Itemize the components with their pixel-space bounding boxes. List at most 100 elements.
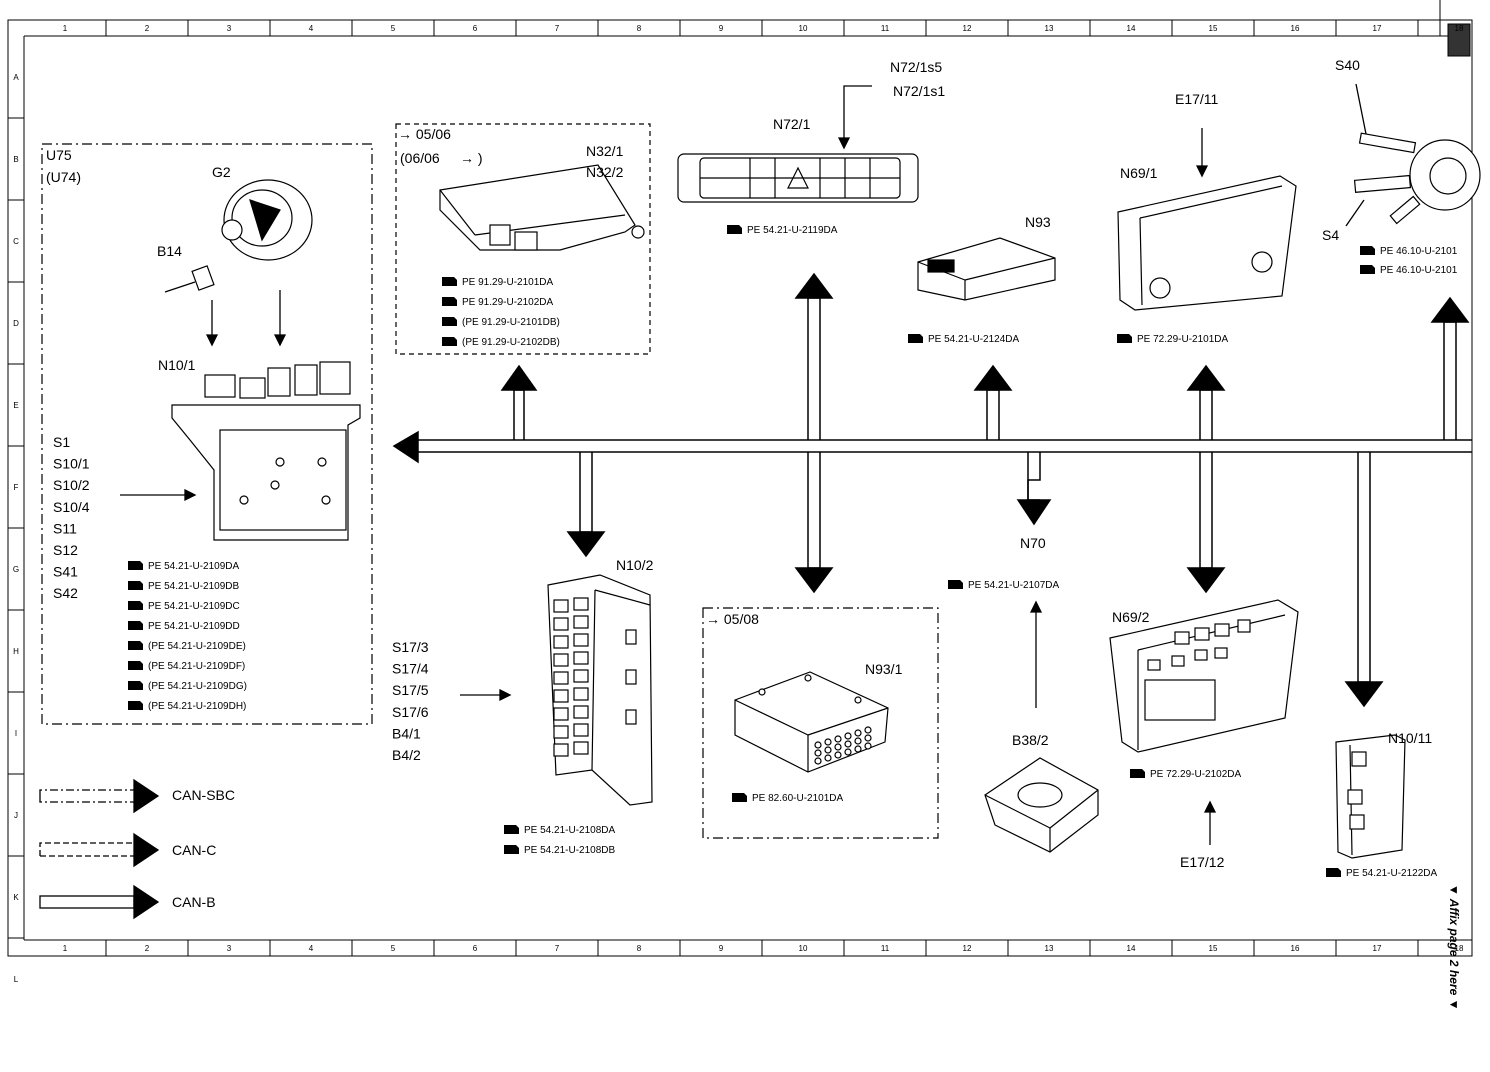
label-n69-2: N69/2 <box>1112 609 1150 625</box>
reference-code: PE 54.21-U-2109DC <box>148 601 240 612</box>
label-s40: S40 <box>1335 57 1360 73</box>
grid-column-label: 8 <box>637 944 642 953</box>
reference-code: PE 54.21-U-2108DA <box>524 825 615 836</box>
module-n93-1-drawing <box>734 671 889 773</box>
reference-code: PE 46.10-U-2101 <box>1380 246 1458 257</box>
reference-entry: (PE 91.29-U-2101DB) <box>442 317 560 328</box>
grid-column-label: 14 <box>1127 24 1136 33</box>
reference-entry: PE 72.29-U-2101DA <box>1117 334 1228 345</box>
grid-column-label: 15 <box>1209 944 1218 953</box>
legend-label-can-b: CAN-B <box>172 894 216 910</box>
document-icon <box>128 681 143 690</box>
grid-column-label: 8 <box>637 24 642 33</box>
reference-entry: (PE 54.21-U-2109DG) <box>128 681 247 692</box>
affix-note: ▼ Affix page 2 here ▼ <box>1447 884 1461 1010</box>
label-n93-1: N93/1 <box>865 661 903 677</box>
document-icon <box>732 793 747 802</box>
switch-label: S10/1 <box>53 456 90 472</box>
grid-row-label: K <box>13 893 19 902</box>
label-n72-1s5: N72/1s5 <box>890 59 942 75</box>
reference-code: (PE 91.29-U-2101DB) <box>462 317 560 328</box>
label-n93: N93 <box>1025 214 1051 230</box>
label-n69-1: N69/1 <box>1120 165 1158 181</box>
document-icon <box>1360 246 1375 255</box>
grid-row-label: B <box>13 155 18 164</box>
grid-column-label: 18 <box>1455 944 1464 953</box>
switch-label: S41 <box>53 564 78 580</box>
reference-entry: PE 54.21-U-2109DC <box>128 601 240 612</box>
reference-code: PE 54.21-U-2122DA <box>1346 868 1437 879</box>
reference-code: PE 91.29-U-2101DA <box>462 277 553 288</box>
switch-label: S10/2 <box>53 477 90 493</box>
grid-column-label: 2 <box>145 944 150 953</box>
steering-column-switch-drawing <box>1353 132 1481 225</box>
switch-label: S42 <box>53 585 78 601</box>
reference-code: (PE 54.21-U-2109DE) <box>148 641 246 652</box>
switch-label: S17/5 <box>392 682 429 698</box>
reference-entry: PE 54.21-U-2109DA <box>128 561 239 572</box>
document-icon <box>128 641 143 650</box>
reference-code: PE 54.21-U-2107DA <box>968 580 1059 591</box>
switch-label: B4/2 <box>392 747 421 763</box>
reference-entry: PE 54.21-U-2107DA <box>948 580 1059 591</box>
grid-column-label: 3 <box>227 944 232 953</box>
reference-entry: PE 82.60-U-2101DA <box>732 793 843 804</box>
label-b14: B14 <box>157 243 182 259</box>
reference-entry: PE 54.21-U-2124DA <box>908 334 1019 345</box>
reference-code: PE 54.21-U-2109DD <box>148 621 240 632</box>
grid-column-label: 7 <box>555 944 560 953</box>
reference-entry: PE 54.21-U-2109DB <box>128 581 239 592</box>
label-n72-1: N72/1 <box>773 116 811 132</box>
grid-row-label: J <box>14 811 18 820</box>
text-layer: U75 (U74) G2 B14 N10/1 → 05/06 (06/06 → … <box>46 57 1461 1010</box>
reference-entry: PE 72.29-U-2102DA <box>1130 769 1241 780</box>
grid-column-label: 12 <box>963 944 972 953</box>
grid-column-label: 6 <box>473 24 478 33</box>
switch-label: S1 <box>53 434 70 450</box>
reference-entry: PE 54.21-U-2109DD <box>128 621 240 632</box>
document-icon <box>727 225 742 234</box>
grid-column-label: 3 <box>227 24 232 33</box>
group-ref-n32: → 05/06 <box>398 126 451 142</box>
reference-code: PE 72.29-U-2101DA <box>1137 334 1228 345</box>
switch-label: S17/6 <box>392 704 429 720</box>
label-n32-2: N32/2 <box>586 164 624 180</box>
reference-entry: PE 54.21-U-2122DA <box>1326 868 1437 879</box>
document-icon <box>128 561 143 570</box>
grid-column-label: 18 <box>1455 24 1464 33</box>
reference-entry: PE 54.21-U-2108DB <box>504 845 615 856</box>
grid-column-label: 12 <box>963 24 972 33</box>
reference-code: (PE 54.21-U-2109DF) <box>148 661 245 672</box>
reference-entry: (PE 54.21-U-2109DH) <box>128 701 246 712</box>
bus-legend <box>39 778 160 920</box>
grid-column-label: 1 <box>63 944 68 953</box>
reference-code: (PE 91.29-U-2102DB) <box>462 337 560 348</box>
grid-column-label: 9 <box>719 24 724 33</box>
grid-column-label: 4 <box>309 24 314 33</box>
reference-code: PE 91.29-U-2102DA <box>462 297 553 308</box>
grid-column-label: 16 <box>1291 24 1300 33</box>
reference-code: PE 54.21-U-2124DA <box>928 334 1019 345</box>
legend-label-can-sbc: CAN-SBC <box>172 787 235 803</box>
n93-1-boundary <box>702 607 939 839</box>
grid-column-label: 6 <box>473 944 478 953</box>
reference-entry: PE 91.29-U-2101DA <box>442 277 553 288</box>
reference-code: (PE 54.21-U-2109DG) <box>148 681 247 692</box>
central-gateway-drawing <box>917 237 1056 301</box>
group-boundaries <box>41 123 939 839</box>
document-icon <box>1326 868 1341 877</box>
group-ref-n32-alt: (06/06 <box>400 150 440 166</box>
grid-row-label: G <box>13 565 19 574</box>
component-drawings <box>164 132 1481 859</box>
grid-column-label: 10 <box>799 944 808 953</box>
label-n10-2: N10/2 <box>616 557 654 573</box>
grid-row-label: H <box>13 647 19 656</box>
reference-entry: PE 46.10-U-2101 <box>1360 265 1458 276</box>
legend-can-c-line <box>39 842 134 856</box>
document-icon <box>128 601 143 610</box>
